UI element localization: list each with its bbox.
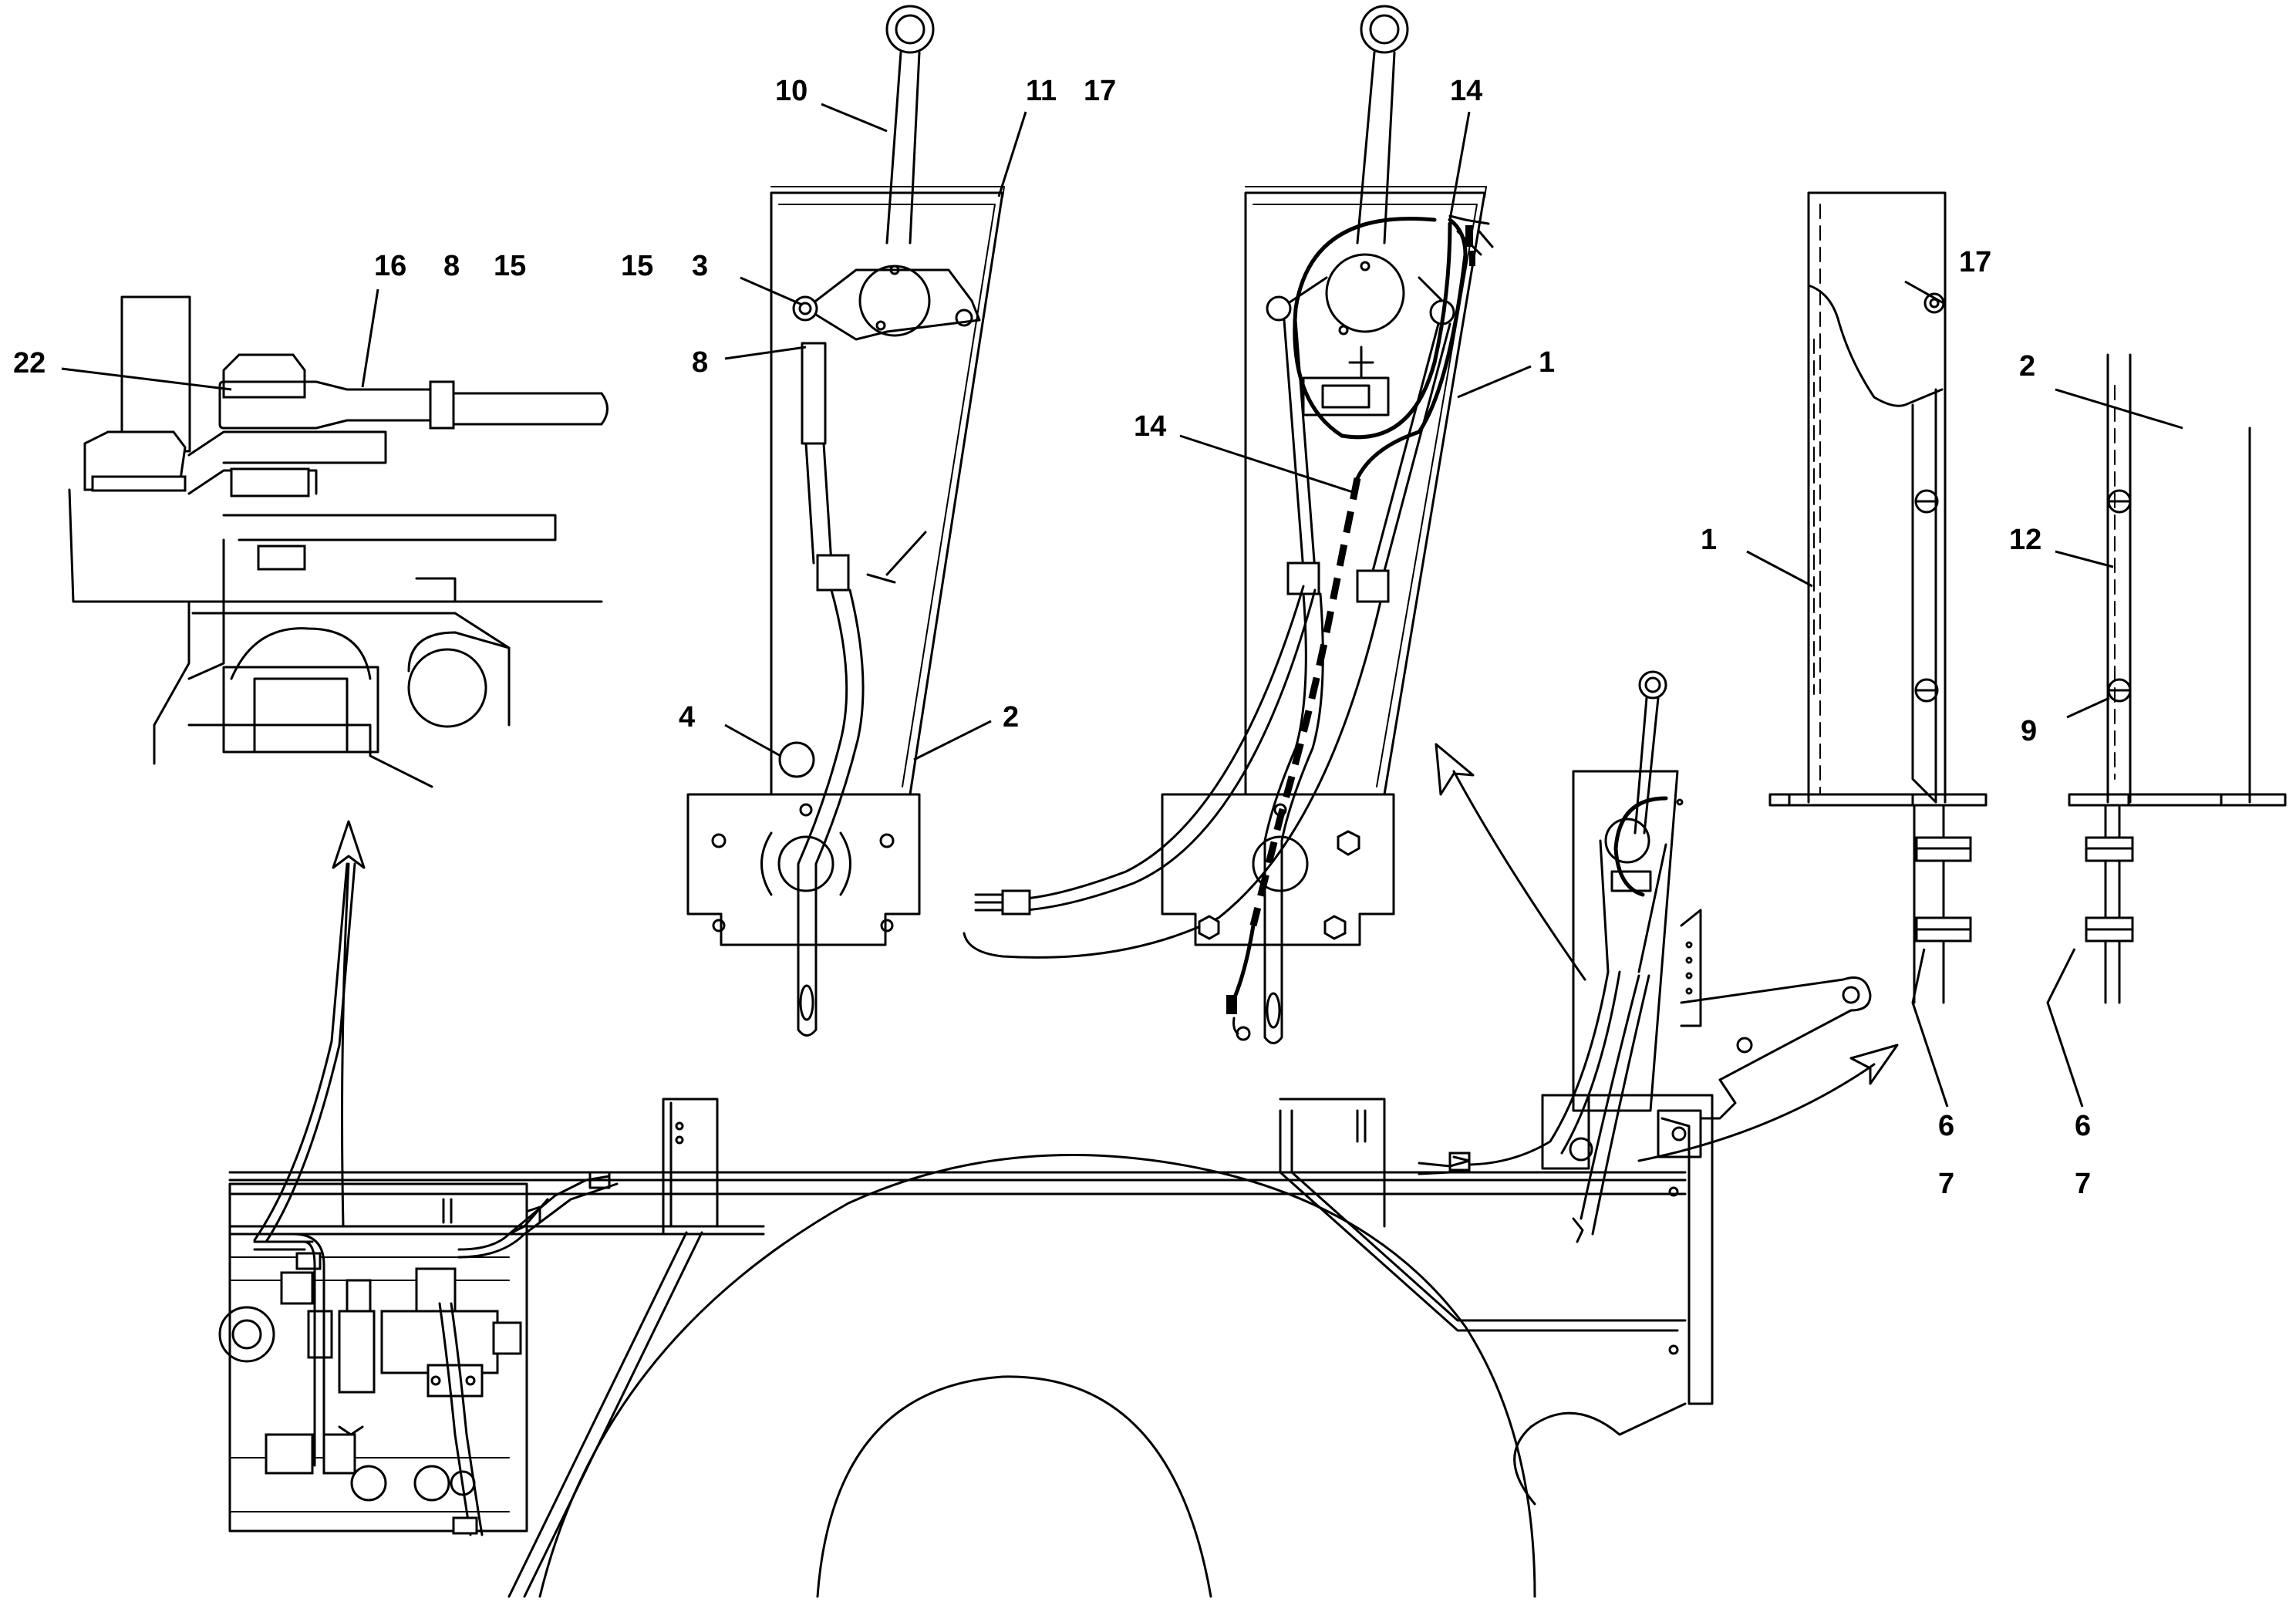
callout-12: 12: [2009, 524, 2041, 556]
callout-8-lever: 8: [692, 346, 708, 379]
callout-1-lever: 1: [1539, 346, 1555, 379]
callout-17-side: 17: [1959, 246, 1991, 278]
callout-8-detail: 8: [443, 250, 460, 282]
machine-base: [218, 862, 1687, 1598]
callout-4: 4: [679, 701, 695, 733]
callout-22-detail: 22: [13, 347, 46, 379]
callout-14-top: 14: [1450, 75, 1482, 107]
callout-11: 11: [1026, 75, 1057, 107]
leader-lines: [61, 103, 2183, 1108]
lever-assembly-wired: [963, 5, 1494, 1044]
callout-17-lever: 17: [1084, 75, 1116, 107]
arrow-to-detail: [332, 820, 366, 1228]
lever-assembly-installed: [1448, 670, 1872, 1405]
callout-15-lever: 15: [621, 250, 653, 282]
callout-labels: 22 16 8 15 10 11 17 15 3 8 4 2 14 14 1 1…: [13, 75, 2091, 1200]
callout-7-left: 7: [1938, 1168, 1954, 1200]
callout-6-left: 6: [1938, 1110, 1954, 1142]
callout-1-side: 1: [1701, 524, 1717, 556]
callout-9: 9: [2021, 715, 2037, 747]
arrow-to-side-view: [1637, 1044, 1899, 1162]
callout-2-side: 2: [2019, 350, 2035, 383]
callout-16-detail: 16: [374, 250, 406, 282]
callout-10: 10: [775, 75, 807, 107]
side-view-left: [1768, 191, 1988, 1004]
callout-6-right: 6: [2075, 1110, 2091, 1142]
callout-7-right: 7: [2075, 1168, 2091, 1200]
lever-assembly-plain: [686, 5, 1005, 1037]
callout-14-mid: 14: [1134, 410, 1166, 443]
callout-2-lever: 2: [1003, 701, 1019, 733]
callout-15-detail: 15: [494, 250, 526, 282]
side-view-right: [2068, 353, 2287, 1004]
callout-3: 3: [692, 250, 708, 282]
arrow-to-lever-wired: [1435, 743, 1586, 981]
detail-view-rod-end: [68, 295, 609, 788]
